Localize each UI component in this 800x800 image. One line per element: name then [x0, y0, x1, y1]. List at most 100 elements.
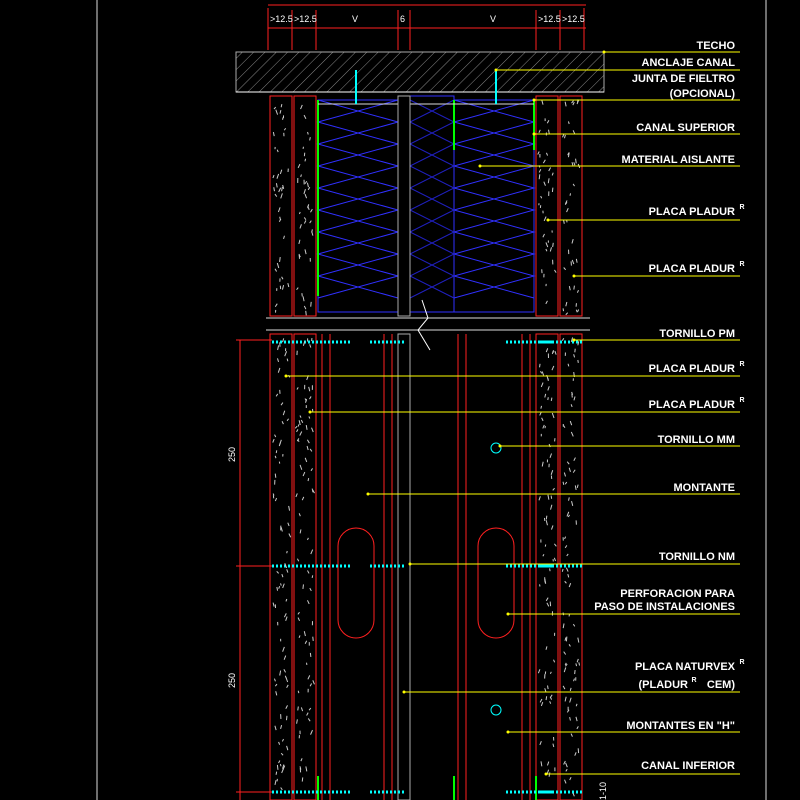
speck [275, 183, 278, 188]
speck [276, 358, 280, 363]
speck [277, 345, 280, 351]
leader-dot-9 [308, 410, 312, 414]
speck [311, 575, 314, 579]
speck [575, 309, 578, 313]
speck [551, 412, 555, 419]
speck [546, 120, 550, 124]
speck [567, 121, 570, 125]
speck [274, 303, 278, 308]
speck [577, 341, 580, 346]
service-hole-right [477, 527, 515, 639]
label-tornillo-nm: TORNILLO NM [659, 551, 735, 563]
label-material-aislante: MATERIAL AISLANTE [622, 154, 735, 166]
insulation-zigzag [316, 99, 536, 299]
speck [575, 703, 578, 707]
speck [564, 481, 568, 485]
speck [279, 763, 282, 767]
speck [306, 182, 309, 188]
label-placa-pladur-3: PLACA PLADUR [649, 363, 735, 375]
speck [274, 497, 278, 502]
speck [312, 489, 315, 494]
lower-wall [269, 333, 583, 800]
speck [563, 134, 566, 139]
speck [576, 99, 580, 105]
speck [275, 109, 279, 115]
speck [303, 305, 307, 310]
speck [552, 242, 554, 248]
label-sup-placa-naturvex-2b: R [691, 677, 696, 684]
speck [301, 777, 304, 782]
label-sup-placa-pladur-1: R [739, 204, 744, 211]
speck [576, 658, 579, 663]
zigzag-b-1 [452, 99, 536, 299]
speck [297, 617, 301, 622]
speck [545, 242, 549, 248]
speck [569, 776, 572, 781]
speck [309, 396, 312, 400]
speck [281, 276, 284, 280]
speck [312, 680, 315, 685]
speck [573, 354, 576, 358]
speck [540, 701, 544, 707]
speck [286, 745, 289, 751]
speck [545, 248, 548, 252]
speck [296, 387, 299, 390]
speck [551, 350, 554, 355]
leader-dot-8 [284, 374, 288, 378]
speck [548, 772, 551, 777]
speck [551, 525, 554, 530]
speck [299, 224, 302, 229]
service-hole-left [337, 527, 375, 639]
dim-top-1: >12.5 [270, 14, 293, 24]
speck [574, 752, 577, 756]
speck [287, 283, 290, 288]
leader-dot-11 [366, 492, 370, 496]
dim-top-5: V [490, 14, 496, 24]
speck [537, 151, 540, 155]
speck [278, 741, 281, 745]
speck [302, 471, 306, 477]
speck [564, 101, 567, 107]
speck [303, 220, 307, 224]
dim-top-3: V [352, 14, 358, 24]
speck [274, 683, 278, 687]
speck [298, 513, 301, 517]
label-placa-naturvex-2a: (PLADUR [639, 679, 689, 691]
speck [571, 391, 574, 395]
speck [544, 393, 547, 398]
speck [554, 350, 557, 355]
speck [311, 427, 314, 433]
speck [566, 511, 570, 517]
speck [549, 671, 552, 675]
speck [542, 553, 545, 557]
speck [274, 473, 277, 478]
speck [562, 623, 565, 629]
speck [283, 613, 287, 618]
label-sup-placa-naturvex-1: R [739, 659, 744, 666]
speck [543, 216, 547, 222]
speck [578, 662, 581, 666]
speck [570, 404, 573, 408]
speck [285, 598, 288, 602]
speck [307, 675, 311, 680]
speck [537, 669, 541, 674]
speck [550, 504, 553, 510]
speck [538, 496, 541, 501]
speck [296, 287, 299, 291]
speck [282, 410, 286, 416]
speck [567, 514, 570, 518]
speck [309, 448, 313, 452]
leader-dot-13 [506, 612, 510, 616]
speck [566, 553, 569, 557]
speck [276, 149, 279, 153]
speck [277, 367, 281, 373]
speck [573, 285, 575, 290]
label-techo: TECHO [697, 40, 736, 52]
center-gap-upper [397, 95, 411, 317]
speck [277, 207, 281, 213]
speck [564, 779, 567, 784]
leader-dot-1 [494, 68, 498, 72]
speck [294, 425, 298, 429]
speck [274, 268, 278, 272]
speck [310, 729, 313, 735]
